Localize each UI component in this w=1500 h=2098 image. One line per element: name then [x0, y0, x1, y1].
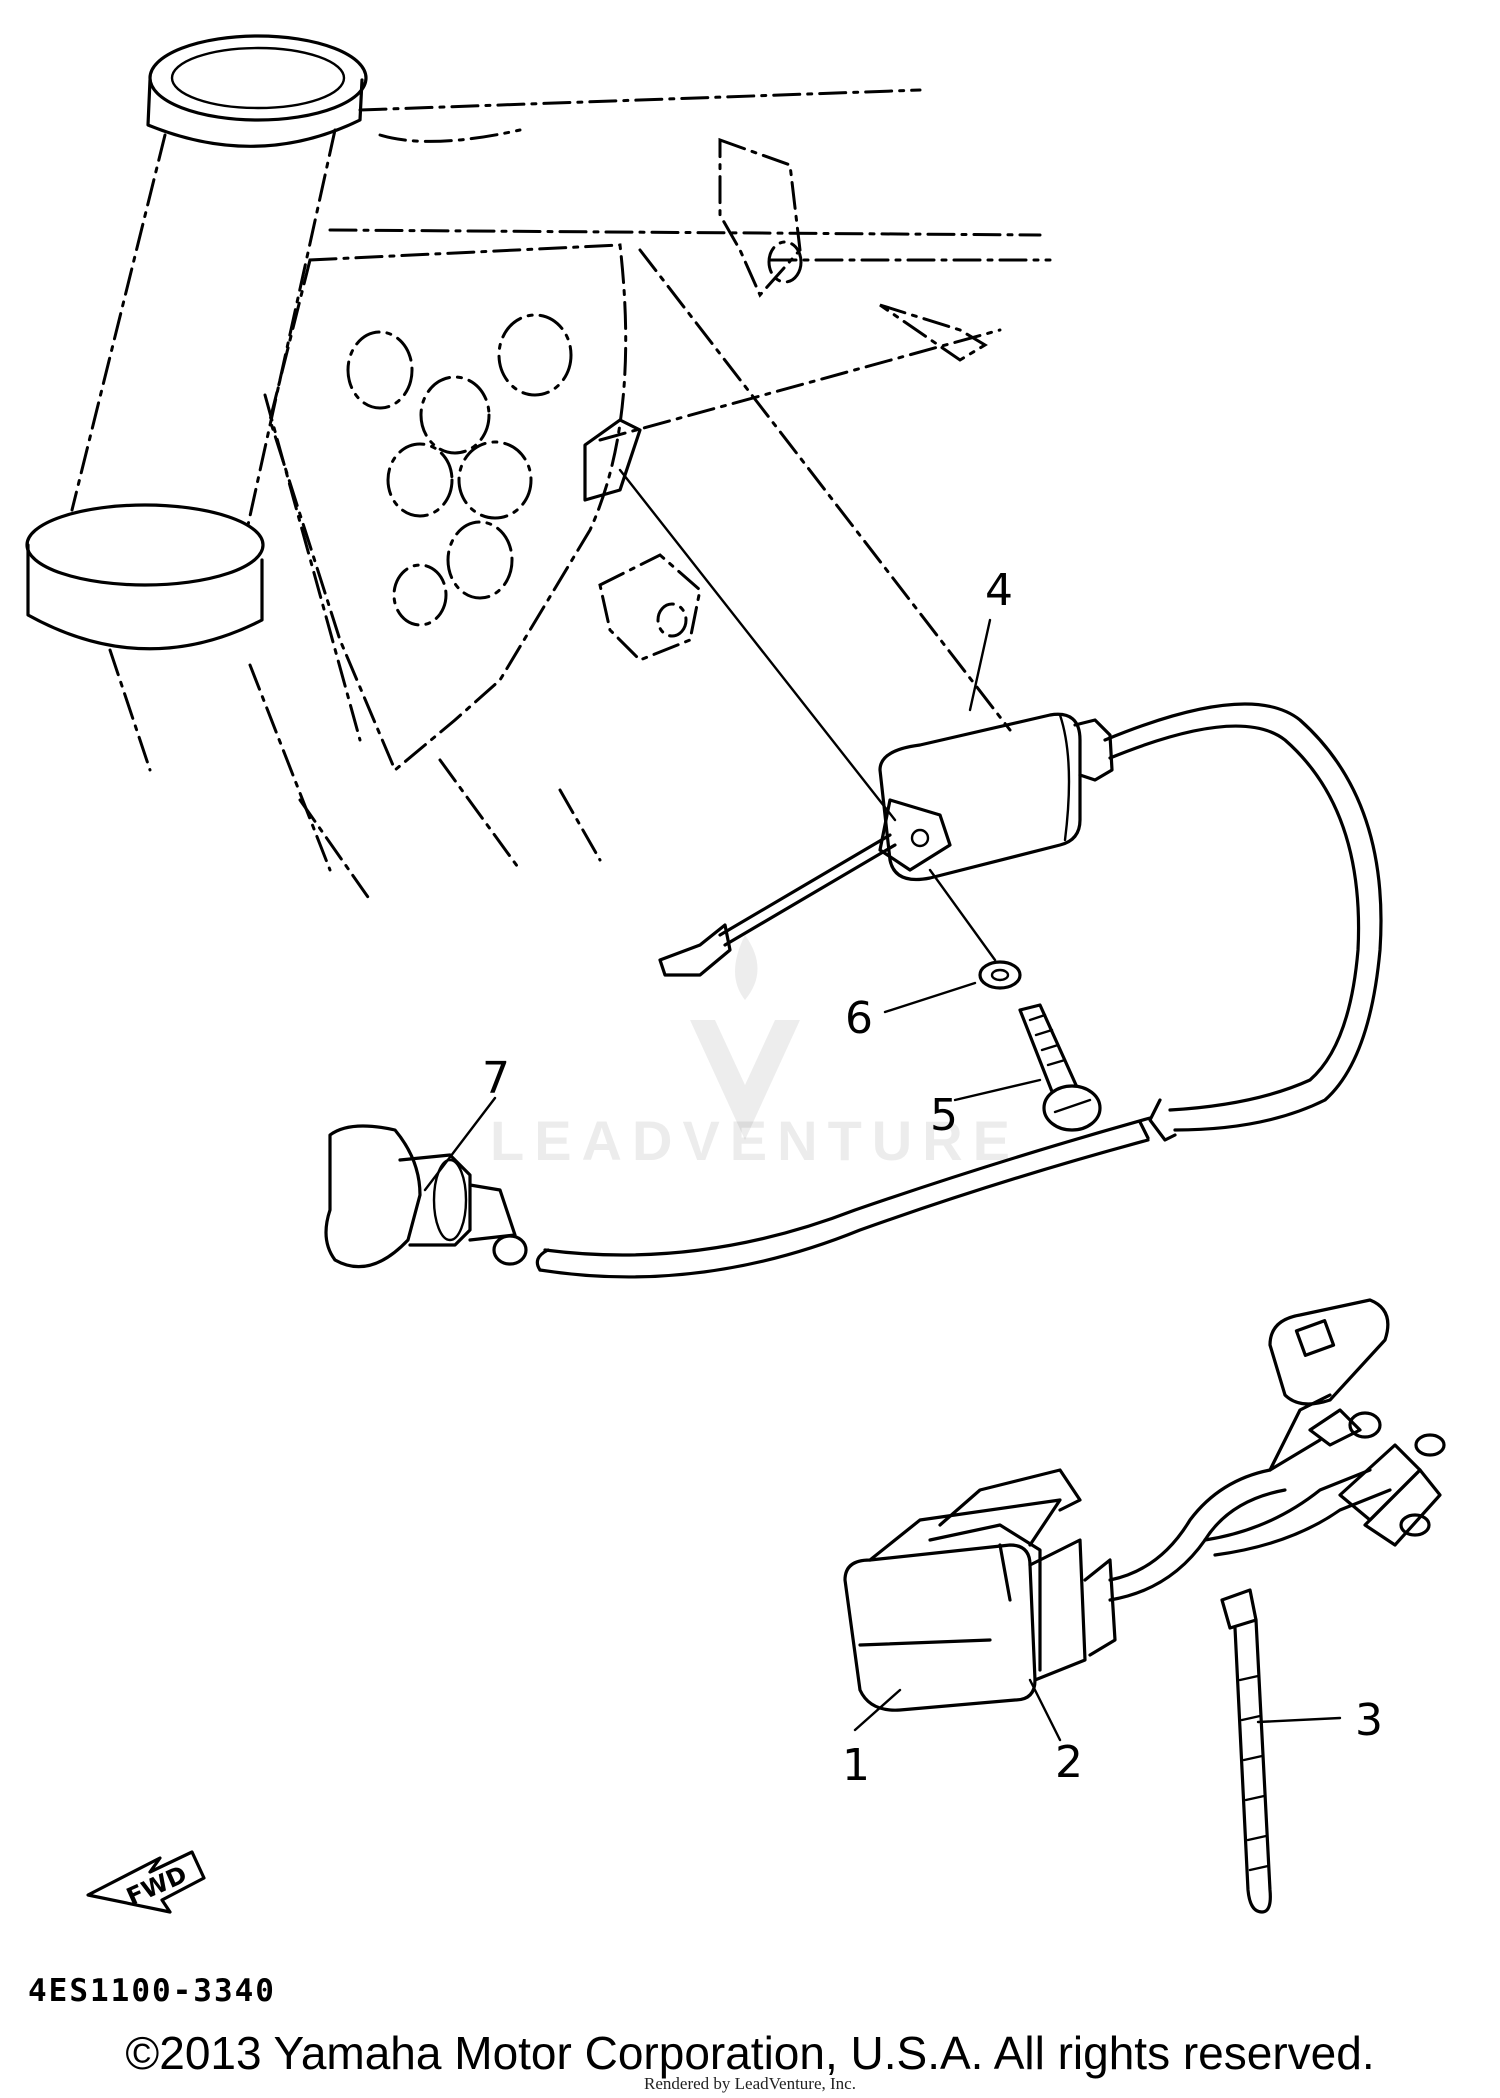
callout-7: 7 — [482, 1053, 510, 1104]
callout-2: 2 — [1055, 1737, 1083, 1788]
spark-plug-lead — [535, 702, 1383, 1279]
watermark-emblem — [690, 935, 800, 1140]
spark-plug-cap-part — [324, 1124, 528, 1269]
cable-tie-part — [1220, 1588, 1272, 1914]
callout-5: 5 — [930, 1090, 958, 1141]
callout-1: 1 — [842, 1740, 870, 1791]
cdi-unit-part — [843, 1298, 1446, 1712]
drawing-code: 4ES1100-3340 — [28, 1973, 276, 2009]
ignition-coil-part — [658, 712, 1114, 977]
lock-washer-part — [928, 868, 1022, 990]
fwd-direction-arrow: FWD — [86, 1850, 206, 1914]
callout-leaders — [423, 618, 1342, 1742]
mount-leader-line — [618, 468, 897, 822]
copyright-notice: ©2013 Yamaha Motor Corporation, U.S.A. A… — [125, 2027, 1375, 2079]
bolt-part — [1018, 1003, 1102, 1132]
callout-3: 3 — [1355, 1695, 1383, 1746]
rendered-by-credit: Rendered by LeadVenture, Inc. — [644, 2074, 856, 2093]
callout-4: 4 — [985, 565, 1013, 616]
frame-outline — [25, 34, 1052, 902]
callout-6: 6 — [845, 993, 873, 1044]
watermark-text: LEADVENTURE — [490, 1109, 1021, 1172]
